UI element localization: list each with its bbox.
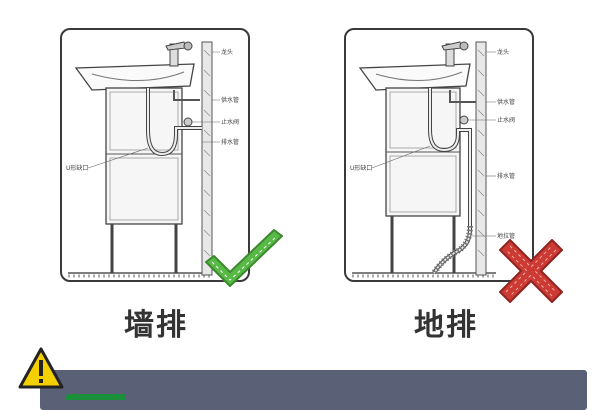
label-supply-pipe: 供水管 — [497, 98, 515, 106]
check-icon — [205, 229, 283, 287]
warning-banner — [40, 370, 587, 410]
wall-drain-diagram: 龙头 供水管 止水阀 排水管 U形缺口 — [60, 28, 250, 282]
label-stop-valve: 止水阀 — [497, 116, 515, 124]
warning-icon — [18, 347, 64, 389]
floor-drain-illustration: 龙头 供水管 止水阀 排水管 地拉管 U形缺口 — [350, 41, 515, 278]
cross-icon — [499, 239, 563, 303]
label-u-trap: U形缺口 — [66, 164, 88, 172]
label-floor-drain: 地拉管 — [497, 232, 515, 240]
label-drain-pipe: 排水管 — [221, 138, 239, 146]
label-drain-pipe: 排水管 — [497, 172, 515, 180]
caption-wall-drain: 墙排 — [124, 308, 188, 343]
caption-floor-drain: 地排 — [414, 308, 478, 343]
label-faucet: 龙头 — [221, 48, 233, 56]
label-stop-valve: 止水阀 — [221, 118, 239, 126]
label-u-trap: U形缺口 — [350, 164, 372, 172]
label-supply-pipe: 供水管 — [221, 96, 239, 104]
label-faucet: 龙头 — [497, 48, 509, 56]
banner-text-fragment — [66, 394, 126, 400]
wall-drain-illustration: 龙头 供水管 止水阀 排水管 U形缺口 — [66, 41, 239, 278]
floor-drain-diagram: 龙头 供水管 止水阀 排水管 地拉管 U形缺口 — [344, 28, 534, 282]
